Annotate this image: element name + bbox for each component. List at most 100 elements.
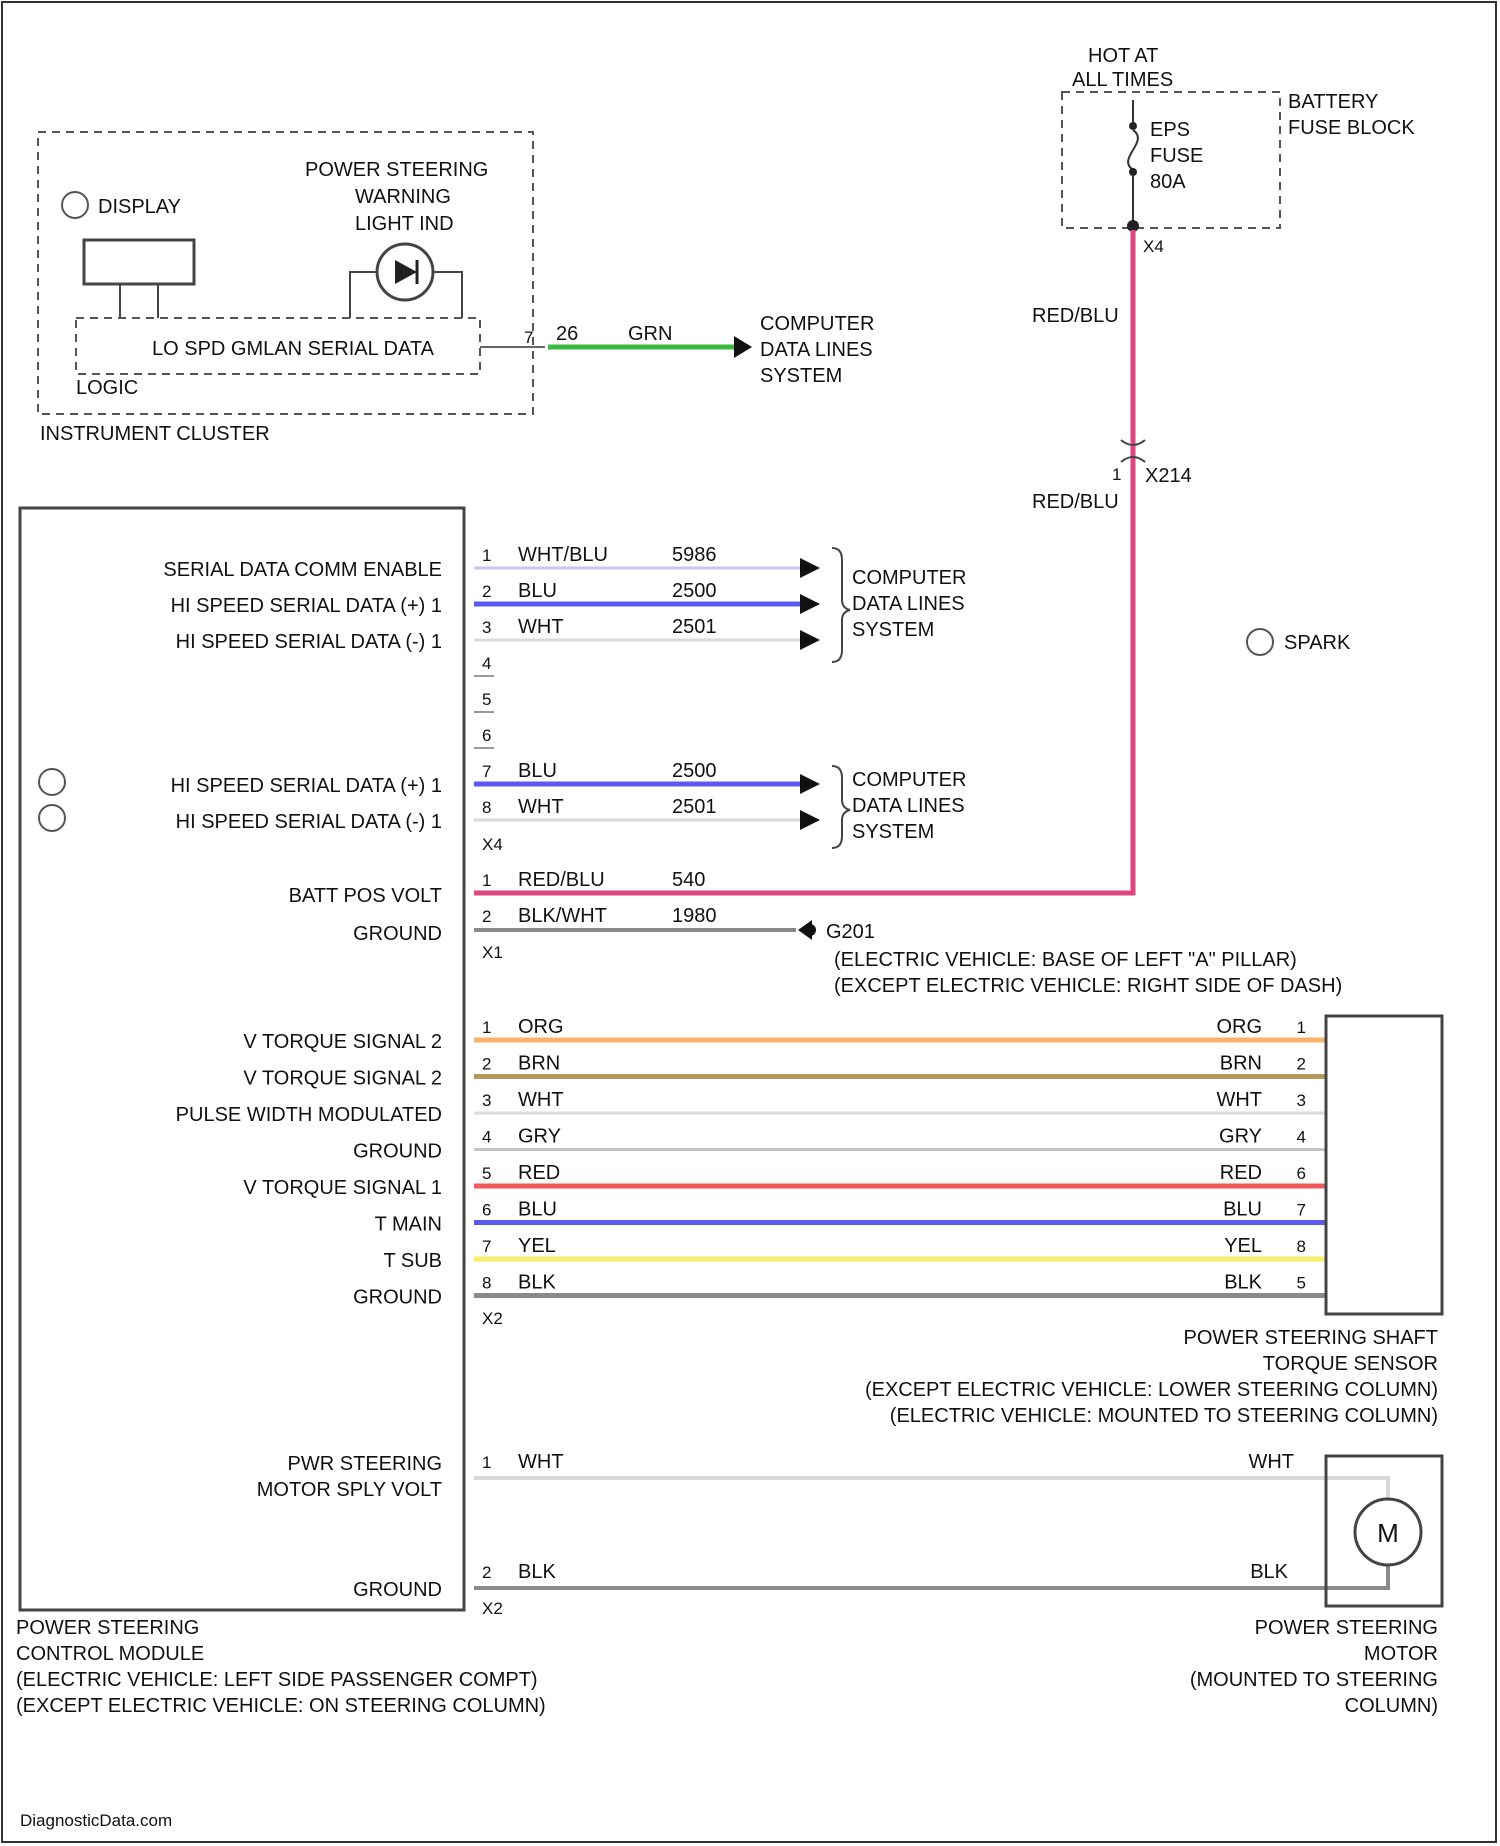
sensor-module-pin: 6 <box>482 1201 491 1220</box>
data-destination-1: COMPUTER DATA LINES SYSTEM <box>832 548 966 662</box>
fuse-name-label: EPS <box>1150 119 1190 141</box>
motor-wire-2-color: BLK <box>518 1561 556 1583</box>
torque-sensor-wiring: V TORQUE SIGNAL 21ORGORG1V TORQUE SIGNAL… <box>176 1016 1326 1309</box>
sensor-signal-label: T MAIN <box>375 1214 442 1236</box>
cluster-pin-number: 7 <box>524 328 533 347</box>
cluster-dest-line2: DATA LINES <box>760 339 873 361</box>
data-pin-number: 2 <box>482 582 491 601</box>
data-wire-number: 2500 <box>672 580 717 602</box>
torque-sensor-outline <box>1326 1016 1442 1314</box>
all-times-label: ALL TIMES <box>1072 69 1173 91</box>
motor-name-line2: MOTOR <box>1364 1643 1438 1665</box>
motor-supply-line1: PWR STEERING <box>288 1453 442 1475</box>
spark-option: SPARK <box>1247 629 1351 655</box>
logic-label: LOGIC <box>76 377 138 399</box>
sensor-signal-label: GROUND <box>353 1141 442 1163</box>
led-lead-right <box>433 272 462 318</box>
motor-ground-label: GROUND <box>353 1579 442 1601</box>
x4-connector-label: X4 <box>482 835 503 854</box>
sensor-signal-label: T SUB <box>383 1250 442 1272</box>
warning-light-line2: WARNING <box>355 186 451 208</box>
sensor-pin-number: 4 <box>1297 1128 1306 1147</box>
sensor-wire-color: BRN <box>518 1053 560 1075</box>
batt-pos-pin: 1 <box>482 871 491 890</box>
sensor-signal-label: V TORQUE SIGNAL 2 <box>243 1031 442 1053</box>
sensor-module-pin: 2 <box>482 1055 491 1074</box>
batt-pos-color: RED/BLU <box>518 869 605 891</box>
sensor-signal-label: PULSE WIDTH MODULATED <box>176 1104 442 1126</box>
x1-connector-label: X1 <box>482 943 503 962</box>
sensor-module-pin: 4 <box>482 1128 491 1147</box>
fuse-type-label: FUSE <box>1150 145 1203 167</box>
dest2-line3: SYSTEM <box>852 821 934 843</box>
batt-pos-number: 540 <box>672 869 705 891</box>
motor-name-line1: POWER STEERING <box>1255 1617 1438 1639</box>
sensor-pin-number: 7 <box>1297 1201 1306 1220</box>
sensor-pin-number: 5 <box>1297 1274 1306 1293</box>
sensor-module-pin: 1 <box>482 1018 491 1037</box>
data-pin-number: 3 <box>482 618 491 637</box>
ground-color: BLK/WHT <box>518 905 607 927</box>
motor-pin-2: 2 <box>482 1563 491 1582</box>
spare-pin-number: 5 <box>482 690 491 709</box>
sensor-wire-color-far: BLK <box>1224 1272 1262 1294</box>
x2-sensor-connector-label: X2 <box>482 1309 503 1328</box>
battery-label: BATTERY <box>1288 91 1378 113</box>
dest2-brace <box>832 766 850 848</box>
battery-connector-label: X4 <box>1143 237 1164 256</box>
hot-at-label: HOT AT <box>1088 45 1158 67</box>
led-diode-symbol <box>395 260 417 284</box>
motor-symbol-letter: M <box>1377 1518 1399 1548</box>
sensor-wire-color-far: BLU <box>1223 1199 1262 1221</box>
cluster-name: INSTRUMENT CLUSTER <box>40 423 270 445</box>
green-wire-arrow <box>734 336 752 358</box>
fuse-rating-label: 80A <box>1150 171 1186 193</box>
module-name-line4: (EXCEPT ELECTRIC VEHICLE: ON STEERING CO… <box>16 1695 546 1717</box>
data-wire-color: BLU <box>518 580 557 602</box>
sensor-signal-label: V TORQUE SIGNAL 1 <box>243 1177 442 1199</box>
data-pin-label: HI SPEED SERIAL DATA (-) 1 <box>176 811 442 833</box>
sensor-wire-color-far: ORG <box>1216 1016 1262 1038</box>
spark-label: SPARK <box>1284 632 1351 654</box>
x2-motor-connector-label: X2 <box>482 1599 503 1618</box>
data-wire-arrow <box>800 774 820 794</box>
data-pin-number: 7 <box>482 762 491 781</box>
sensor-module-pin: 3 <box>482 1091 491 1110</box>
green-wire-color: GRN <box>628 323 672 345</box>
module-name-line3: (ELECTRIC VEHICLE: LEFT SIDE PASSENGER C… <box>16 1669 538 1691</box>
sensor-pin-number: 1 <box>1297 1018 1306 1037</box>
cluster-dest-line1: COMPUTER <box>760 313 874 335</box>
control-module-outline <box>20 508 464 1610</box>
sensor-wire-color: YEL <box>518 1235 556 1257</box>
module-name-line2: CONTROL MODULE <box>16 1643 204 1665</box>
warning-light-line1: POWER STEERING <box>305 159 488 181</box>
sensor-wire-color: BLU <box>518 1199 557 1221</box>
motor-wire-1-far-color: WHT <box>1248 1451 1294 1473</box>
green-wire-number: 26 <box>556 323 578 345</box>
feed-color-lower: RED/BLU <box>1032 491 1119 513</box>
motor-supply-line2: MOTOR SPLY VOLT <box>257 1479 442 1501</box>
data-pin-label: HI SPEED SERIAL DATA (+) 1 <box>171 775 442 797</box>
batt-pos-label: BATT POS VOLT <box>289 885 442 907</box>
motor-supply-wire <box>474 1478 1388 1498</box>
fuse-block-label: FUSE BLOCK <box>1288 117 1415 139</box>
sensor-name-line3: (EXCEPT ELECTRIC VEHICLE: LOWER STEERING… <box>865 1379 1438 1401</box>
ground-number: 1980 <box>672 905 717 927</box>
led-lead-left <box>350 272 377 318</box>
power-ground-pins: BATT POS VOLT 1 RED/BLU 540 GROUND 2 BLK… <box>289 869 1343 997</box>
serial-data-label: LO SPD GMLAN SERIAL DATA <box>152 338 435 360</box>
sensor-name-line2: TORQUE SENSOR <box>1263 1353 1438 1375</box>
sensor-wire-color: WHT <box>518 1089 564 1111</box>
data-wire-color: BLU <box>518 760 557 782</box>
battery-fuse-block: HOT AT ALL TIMES BATTERY FUSE BLOCK EPS … <box>1062 45 1415 256</box>
data-pin-label: SERIAL DATA COMM ENABLE <box>163 559 442 581</box>
data-wire-arrow <box>800 594 820 614</box>
motor-name-line3: (MOUNTED TO STEERING <box>1190 1669 1438 1691</box>
sensor-module-pin: 8 <box>482 1274 491 1293</box>
data-pin-number: 8 <box>482 798 491 817</box>
sensor-pin-number: 2 <box>1297 1055 1306 1074</box>
ground-pin: 2 <box>482 907 491 926</box>
ground-label: GROUND <box>353 923 442 945</box>
